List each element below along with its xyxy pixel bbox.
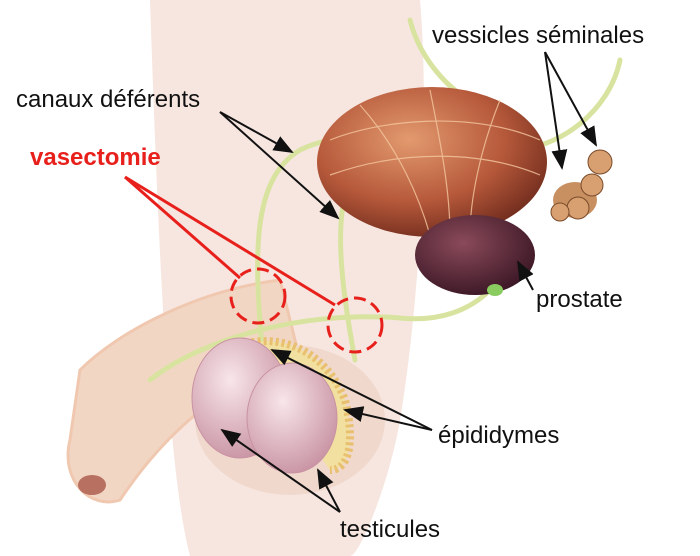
- label-vas-deferens: canaux déférents: [16, 86, 201, 113]
- vasectomy-pointers: [124, 175, 336, 307]
- bladder-muscle-fibers: [329, 89, 541, 236]
- seminal-vesicles: [550, 149, 613, 222]
- label-arrows: [219, 51, 597, 513]
- vasectomy-site-1: [229, 267, 287, 325]
- vasectomy-site-2: [326, 296, 384, 354]
- bladder: [317, 87, 547, 237]
- prostate: [415, 215, 535, 295]
- testicle-right: [246, 362, 338, 474]
- urethral-opening: [78, 475, 106, 495]
- label-seminal-vesicles: vessicles séminales: [432, 22, 645, 49]
- label-testicles: testicules: [340, 516, 441, 543]
- label-prostate: prostate: [536, 286, 623, 313]
- label-vasectomy: vasectomie: [30, 144, 161, 171]
- label-epididymis: épididymes: [438, 422, 560, 449]
- bulbourethral-gland: [487, 284, 503, 296]
